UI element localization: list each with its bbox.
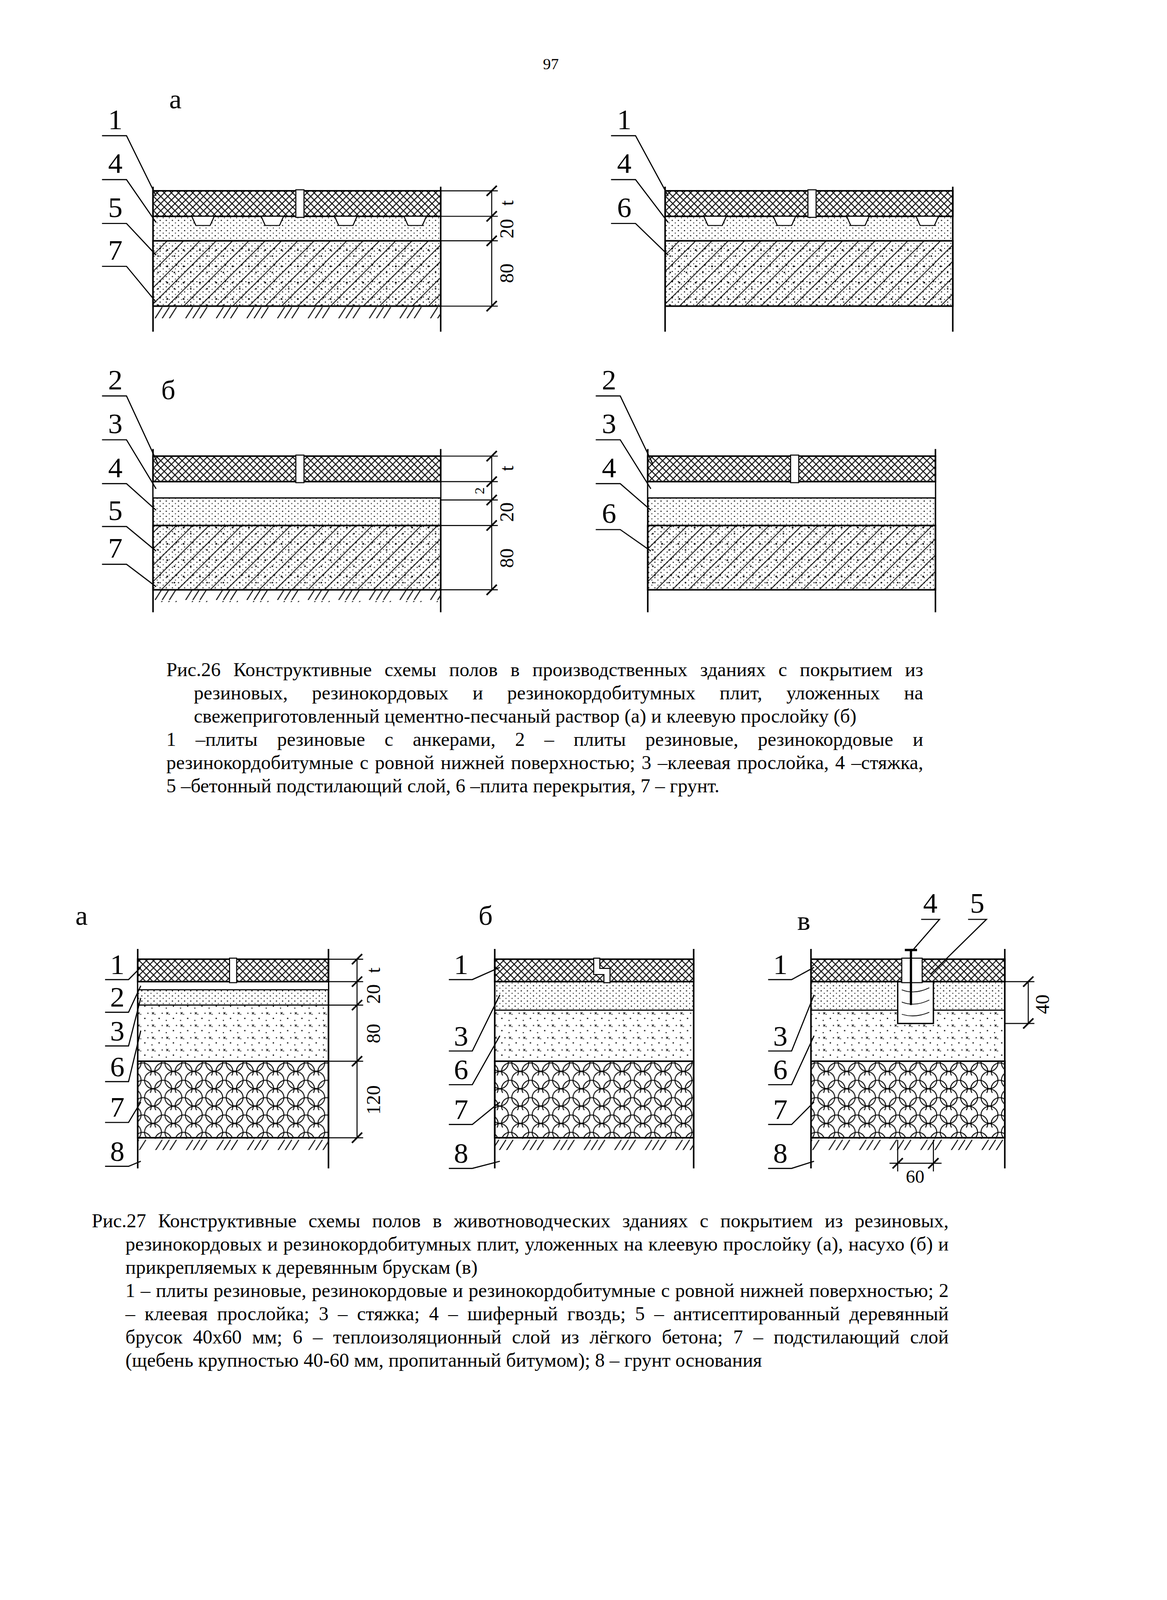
dimension-value: 20 <box>363 983 384 1005</box>
callout-number: 6 <box>616 192 633 222</box>
callout-number: 7 <box>772 1094 789 1124</box>
callout-number: 6 <box>600 498 617 528</box>
callout-number: 7 <box>109 1092 126 1122</box>
dimension-value: 60 <box>904 1167 926 1186</box>
dimension-value: t <box>497 199 517 207</box>
callout-number: 1 <box>107 104 124 134</box>
callout-number: 3 <box>109 1016 126 1045</box>
dimension-value: t <box>363 966 384 974</box>
callout-number: 3 <box>600 408 617 438</box>
callout-number: 4 <box>107 148 124 178</box>
panel-letter: в <box>796 906 812 935</box>
callout-number: 1 <box>616 104 633 134</box>
figure-caption: Рис.26 Конструктивные схемы полов в прои… <box>166 657 924 728</box>
callout-number: 4 <box>616 148 633 178</box>
dimension-value: 80 <box>497 262 517 284</box>
figure-caption: Рис.27 Конструктивные схемы полов в живо… <box>91 1208 949 1279</box>
callout-number: 6 <box>772 1054 789 1084</box>
panel-letter: б <box>160 375 177 404</box>
callout-number: 4 <box>922 888 939 918</box>
callout-number: 8 <box>772 1138 789 1167</box>
dimension-value: 20 <box>497 501 517 523</box>
callout-number: 8 <box>452 1138 470 1167</box>
callout-number: 1 <box>772 949 789 979</box>
dimension-value: 40 <box>1032 993 1053 1015</box>
callout-number: 4 <box>107 452 124 482</box>
caption-block: Рис.26 Конструктивные схемы полов в прои… <box>166 657 924 798</box>
callout-number: 3 <box>452 1021 470 1050</box>
dimension-value: 120 <box>363 1084 384 1116</box>
figure-legend: 1 –плиты резиновые с анкерами, 2 – плиты… <box>166 727 924 798</box>
callout-number: 2 <box>109 982 126 1011</box>
dimension-value: 2 <box>472 486 487 496</box>
callout-number: 4 <box>600 452 617 482</box>
callout-number: 6 <box>109 1051 126 1081</box>
callout-number: 3 <box>772 1021 789 1050</box>
callout-number: 2 <box>107 365 124 394</box>
callout-number: 7 <box>452 1094 470 1124</box>
dimension-value: 80 <box>497 547 517 569</box>
caption-block: Рис.27 Конструктивные схемы полов в живо… <box>91 1208 949 1372</box>
callout-number: 6 <box>452 1054 470 1084</box>
callout-number: 5 <box>969 888 986 918</box>
callout-number: 5 <box>107 192 124 222</box>
panel-letter: б <box>477 901 494 930</box>
page-number: 97 <box>542 56 560 73</box>
callout-number: 5 <box>107 495 124 525</box>
dimension-value: 20 <box>497 217 517 240</box>
callout-number: 3 <box>107 408 124 438</box>
dimension-value: 80 <box>363 1022 384 1044</box>
panel-letter: а <box>74 901 89 930</box>
callout-number: 2 <box>600 365 617 394</box>
callout-number: 7 <box>107 533 124 563</box>
callout-number: 8 <box>109 1136 126 1166</box>
panel-letter: а <box>168 85 183 113</box>
callout-number: 1 <box>452 949 470 979</box>
figure-legend: 1 – плиты резиновые, резинокордовые и ре… <box>91 1278 949 1372</box>
callout-number: 1 <box>109 949 126 979</box>
callout-number: 7 <box>107 235 124 265</box>
dimension-value: t <box>497 464 517 473</box>
